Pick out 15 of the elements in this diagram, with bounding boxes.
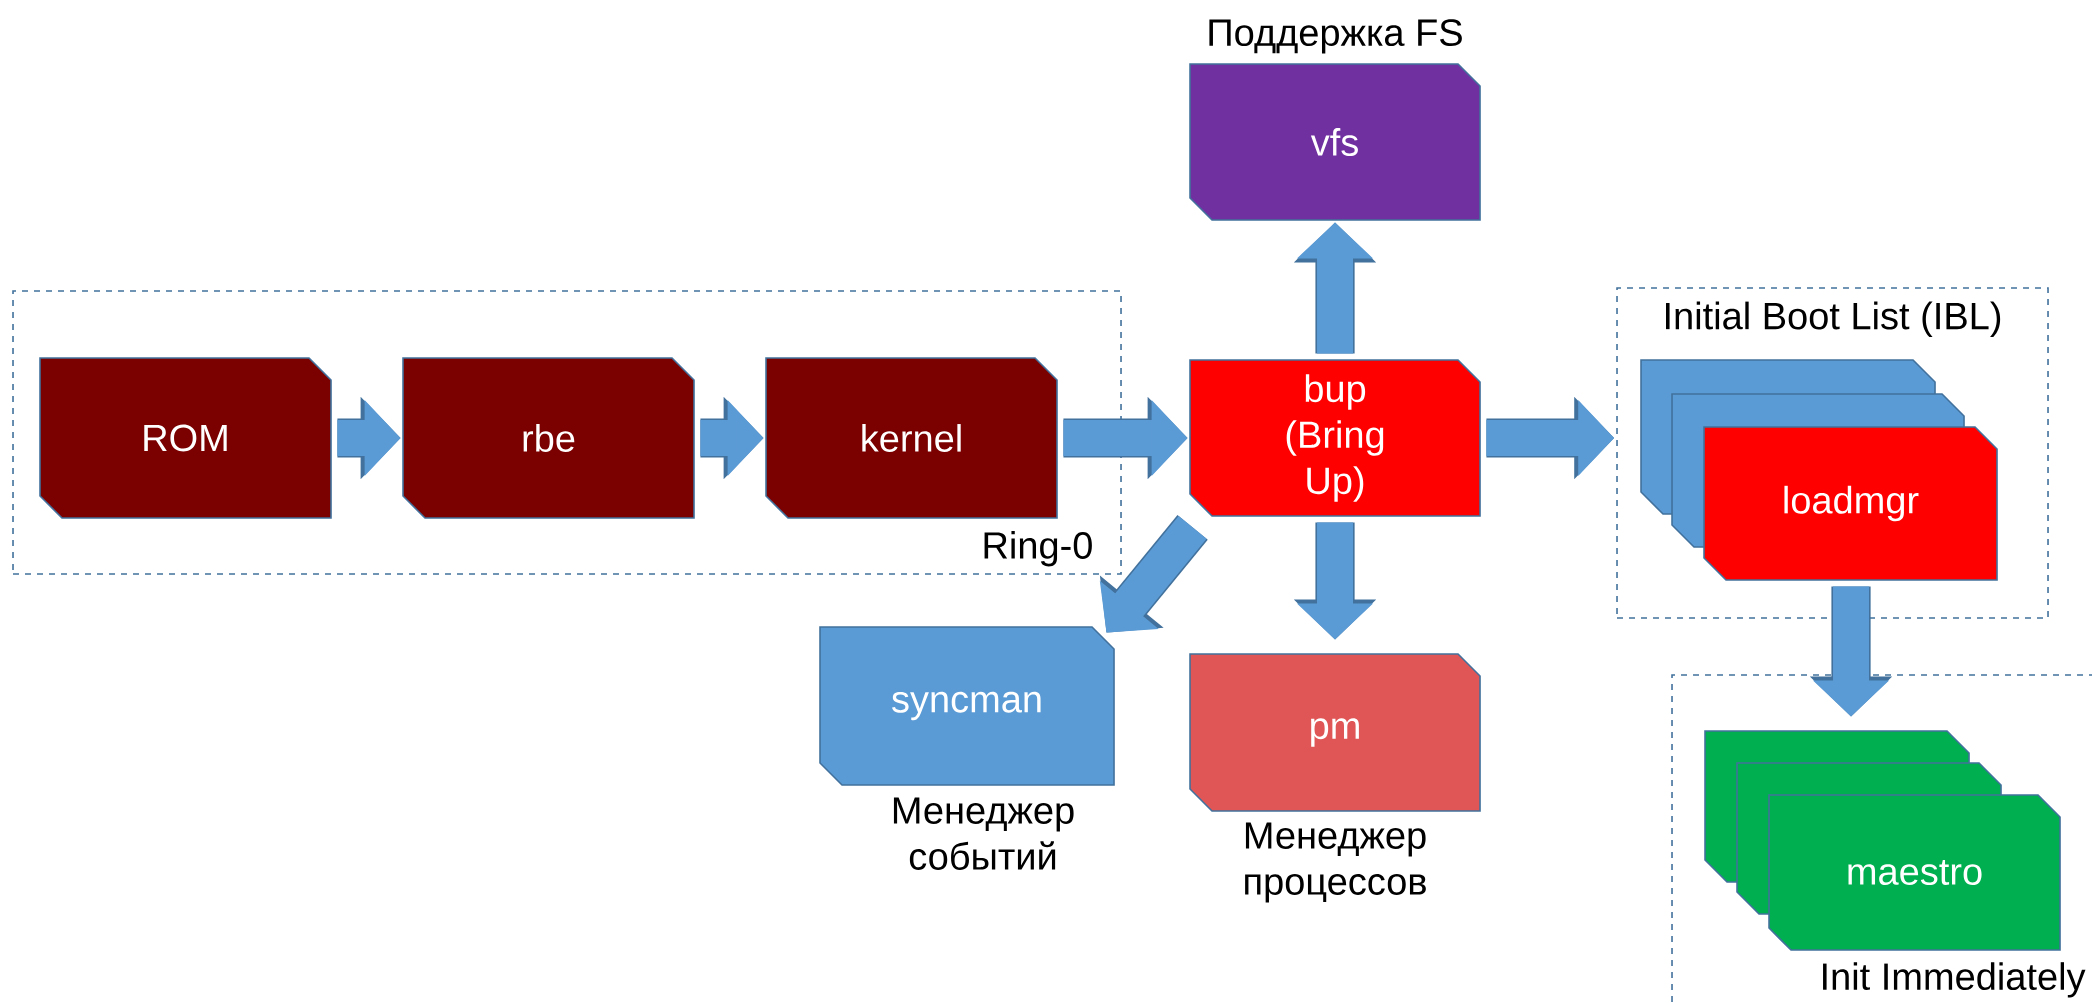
group-label: Init Immediately: [1823, 962, 2086, 998]
process-box: syncman: [819, 626, 1115, 786]
process-box: pm: [1189, 653, 1481, 812]
process-box: bup (Bring Up): [1189, 359, 1481, 517]
process-box: vfs: [1189, 63, 1481, 221]
node-label: Менеджер процессов: [1245, 822, 1426, 903]
process-box: rbe: [402, 357, 695, 519]
process-box: kernel: [765, 357, 1058, 519]
process-box: ROM: [39, 357, 332, 519]
card-stack: maestro: [1704, 730, 2061, 951]
card-stack: loadmgr: [1640, 359, 1998, 581]
node-label: Менеджер событий: [893, 797, 1074, 870]
group-label: Initial Boot List (IBL): [1666, 301, 2001, 337]
node-label: Поддержка FS: [1209, 19, 1462, 54]
group-label: Ring-0: [984, 531, 1092, 567]
